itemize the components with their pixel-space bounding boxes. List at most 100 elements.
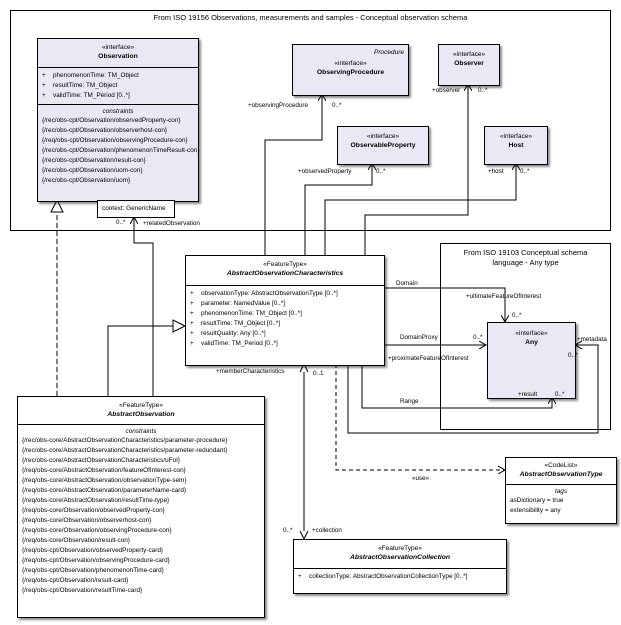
range-label: Range [400, 398, 419, 405]
stereotype: «interface» [101, 44, 135, 51]
constraint-row: {/req/obs-core/AbstractObservation/resul… [22, 497, 170, 504]
package-title: From ISO 19156 Observations, measurement… [153, 13, 468, 22]
class-name: AbstractObservation [107, 411, 175, 418]
class-name: Any [525, 339, 538, 346]
constraint-row: {/req/obs-core/AbstractObservation/obser… [22, 477, 187, 484]
constraint-row: {/req/obs-cpt/Observation/resultTime-car… [22, 587, 143, 594]
constraint-row: {/req/obs-cpt/Observation/phenomenonTime… [22, 567, 164, 574]
observing-procedure-multiplicity: 0..* [332, 102, 342, 109]
host-role-label: +host [488, 168, 504, 175]
constraints-compartment: constraints {/rec/obs-core/AbstractObser… [18, 424, 264, 596]
tag-row: asDictionary = true [510, 497, 564, 504]
observer-interface[interactable]: «interface» Observer [438, 44, 500, 86]
related-observation-multiplicity: 0..* [116, 219, 126, 226]
stereotype: «CodeList» [544, 462, 578, 469]
attribute-row: +validTime: TM_Period [0..*] [190, 340, 278, 347]
attribute-row: +validTime: TM_Period [0..*] [42, 92, 130, 99]
member-characteristics-multiplicity: 0..1 [313, 370, 324, 377]
constraints-heading: constraints [125, 428, 157, 435]
constraint-row: {/req/obs-cpt/Observation/observedProper… [22, 547, 164, 554]
host-interface[interactable]: «interface» Host [484, 126, 548, 165]
class-name: Observer [454, 60, 484, 67]
class-name: AbstractObservationType [519, 471, 603, 478]
constraint-row: {/req/obs-core/Observation/observingProc… [22, 527, 172, 534]
collection-role-label: +collection [312, 527, 342, 534]
package-title-line1: From ISO 19103 Conceptual schema [463, 248, 588, 257]
attributes-compartment: +collectionType: AbstractObservationColl… [294, 568, 506, 582]
constraints-compartment: constraints {/rec/obs-cpt/Observation/ob… [38, 104, 200, 186]
constraint-row: {/rec/obs-cpt/Observation/uom} [42, 177, 131, 184]
constraint-row: {/rec/obs-core/AbstractObservationCharac… [22, 437, 228, 444]
constraint-row: {/rec/obs-cpt/Observation/observedProper… [42, 117, 181, 124]
class-name: ObservableProperty [350, 142, 416, 149]
stereotype: «interface» [334, 60, 367, 67]
stereotype: «FeatureType» [378, 545, 422, 552]
stereotype: «interface» [452, 51, 486, 58]
constraint-row: {/req/obs-core/Observation/observedPrope… [22, 507, 165, 514]
observation-interface[interactable]: «interface» Observation +phenomenonTime:… [37, 38, 199, 202]
observed-property-multiplicity: 0..* [376, 168, 386, 175]
constraint-row: {/req/obs-core/Observation/result-con} [22, 537, 130, 544]
domain-proxy-multiplicity: 0..* [473, 334, 483, 341]
attribute-row: +phenomenonTime: TM_Object [42, 72, 139, 79]
metadata-role-label: +metadata [577, 336, 607, 343]
metadata-multiplicity: 0..* [568, 352, 578, 359]
constraint-row: {/req/obs-cpt/Observation/observingProce… [42, 137, 188, 144]
observer-multiplicity: 0..* [478, 87, 488, 94]
package-title-line2: language - Any type [492, 258, 559, 267]
attribute-row: +resultQuality: Any [0..*] [190, 330, 266, 337]
attribute-row: +resultTime: TM_Object [42, 82, 118, 89]
ultimate-foi-multiplicity: 0..* [512, 312, 522, 319]
constraint-row: {/rec/obs-core/AbstractObservationCharac… [22, 447, 228, 454]
result-multiplicity: 0..* [555, 391, 565, 398]
attribute-row: +collectionType: AbstractObservationColl… [298, 573, 468, 580]
class-name: AbstractObservationCollection [349, 554, 451, 561]
stereotype: «FeatureType» [263, 261, 307, 268]
class-name: ObservingProcedure [316, 69, 385, 76]
class-name: Host [508, 142, 524, 149]
observed-property-role-label: +observedProperty [298, 168, 352, 175]
constraint-row: {/rec/obs-core/AbstractObservationCharac… [22, 457, 181, 464]
observer-role-label: +observer [432, 87, 461, 94]
related-observation-role-label: +relatedObservation [143, 220, 200, 227]
stereotype: «interface» [366, 133, 400, 140]
constraint-row: {/req/obs-cpt/Observation/result-card} [22, 577, 129, 584]
proximate-foi-role-label: +proximateFeatureOfInterest [388, 355, 469, 362]
attributes-compartment: +observationType: AbstractObservationTyp… [186, 285, 384, 349]
constraint-row: {/req/obs-cpt/Observation/observingProce… [22, 557, 170, 564]
ultimate-foi-role-label: +ultimateFeatureOfInterest [466, 293, 542, 300]
constraint-row: {/rec/obs-cpt/Observation/result-con} [42, 157, 146, 164]
domain-label: Domain [396, 280, 418, 287]
observable-property-interface[interactable]: «interface» ObservableProperty [337, 126, 429, 165]
constraint-row: {/rec/obs-cpt/Observation/observerhost-c… [42, 127, 168, 134]
result-role-label: +result [518, 391, 538, 398]
class-name: AbstractObservationCharacteristics [226, 270, 344, 277]
abstract-observation-characteristics[interactable]: «FeatureType» AbstractObservationCharact… [185, 255, 385, 366]
stereotype: «FeatureType» [119, 402, 163, 409]
observing-procedure-interface[interactable]: Procedure «interface» ObservingProcedure [292, 44, 409, 96]
attributes-compartment: +phenomenonTime: TM_Object +resultTime: … [38, 67, 198, 101]
constraints-heading: constraints [102, 108, 134, 115]
constraint-row: {/req/obs-core/AbstractObservation/param… [22, 487, 187, 494]
class-name: Observation [98, 53, 138, 60]
tags-heading: tags [554, 488, 568, 495]
abstract-observation-type-codelist[interactable]: «CodeList» AbstractObservationType tags … [505, 457, 617, 524]
constraint-row: {/rec/obs-cpt/Observation/phenomenonTime… [42, 147, 200, 154]
procedure-header: Procedure [374, 49, 404, 56]
tags-compartment: tags asDictionary = true extensibility =… [506, 484, 616, 516]
observing-procedure-role-label: +observingProcedure [248, 102, 309, 109]
collection-multiplicity: 0..* [283, 527, 293, 534]
domain-proxy-label: DomainProxy [400, 334, 438, 341]
constraint-row: {/req/obs-core/AbstractObservation/featu… [22, 467, 186, 474]
constraint-row: {/rec/obs-cpt/Observation/uom-con} [42, 167, 143, 174]
abstract-observation[interactable]: «FeatureType» AbstractObservation constr… [17, 396, 265, 618]
attribute-row: +resultTime: TM_Object [0..*] [190, 320, 281, 327]
stereotype: «interface» [499, 133, 533, 140]
member-characteristics-role-label: +memberCharacteristics [216, 368, 285, 375]
any-interface[interactable]: «interface» Any [487, 322, 576, 399]
tag-row: extensibility = any [510, 507, 561, 514]
abstract-observation-collection[interactable]: «FeatureType» AbstractObservationCollect… [293, 539, 507, 594]
attribute-row: +parameter: NamedValue [0..*] [190, 300, 286, 307]
attribute-row: +observationType: AbstractObservationTyp… [190, 290, 338, 297]
